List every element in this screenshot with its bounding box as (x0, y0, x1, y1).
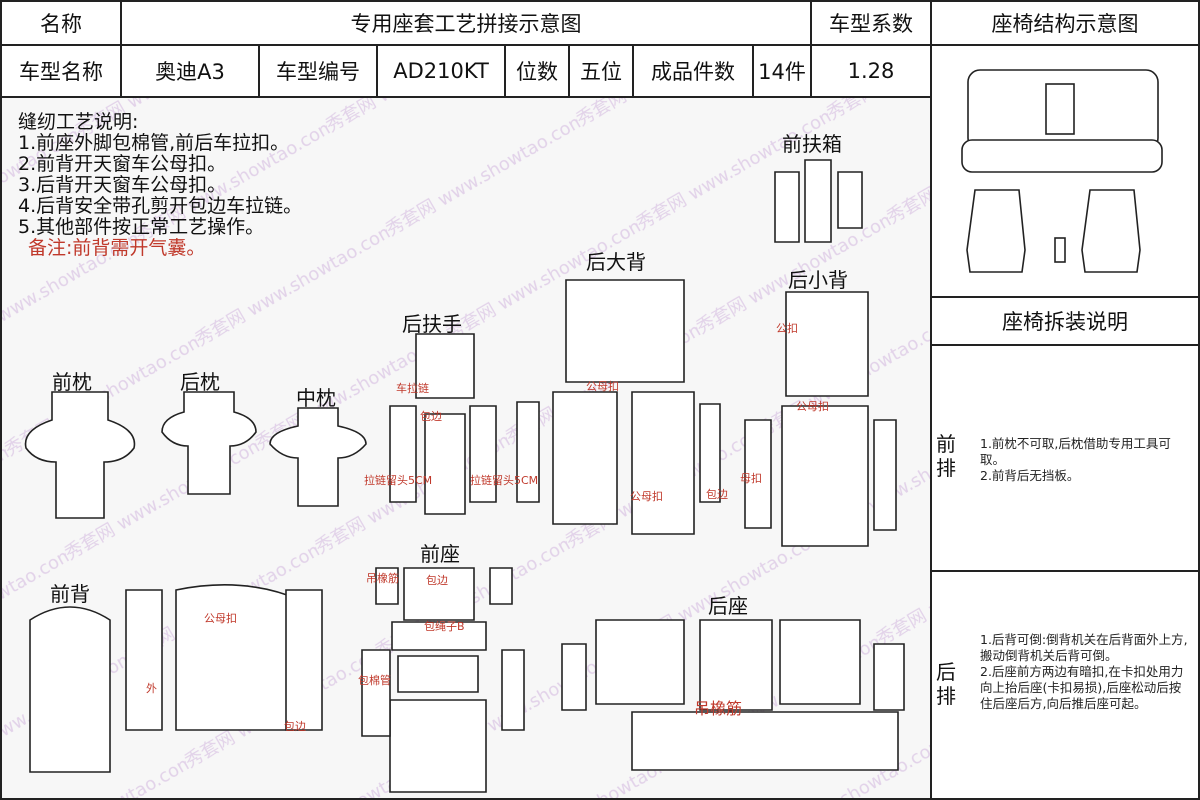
front-armrest-piece-left (774, 171, 800, 243)
structure-rear-bench (961, 69, 1163, 173)
coef-label: 车型系数 (810, 0, 932, 46)
front-seat-side-right (501, 649, 525, 731)
annot-female-buckle-1: 母扣 (740, 471, 762, 485)
label-rear-big-back: 后大背 (586, 250, 646, 274)
annot-zipper-left-2: 拉链留头5CM (470, 473, 538, 487)
annot-zipper-left-1: 拉链留头5CM (364, 473, 432, 487)
note-item-3: 3.后背开天窗车公母扣。 (18, 174, 227, 196)
label-rear-armrest: 后扶手 (402, 312, 462, 336)
annot-male-female-buckle-1: 公母扣 (586, 379, 619, 393)
label-front-seat: 前座 (420, 542, 460, 566)
front-back-outer (29, 606, 111, 773)
rear-armrest-right (469, 405, 497, 503)
front-seat-left-wing (375, 567, 399, 605)
note-item-1: 1.前座外脚包棉管,前后车拉扣。 (18, 132, 290, 154)
annot-male-female-buckle-3: 公母扣 (796, 399, 829, 413)
front-back-side-left (125, 589, 163, 731)
front-seat-right-wing (489, 567, 513, 605)
middle-pillow-piece (269, 407, 367, 507)
structure-front-seats (966, 189, 1141, 273)
disassembly-title: 座椅拆装说明 (930, 296, 1200, 346)
front-seat-side-left (361, 649, 391, 737)
annot-car-zipper-1: 车拉链 (396, 381, 429, 395)
annot-elastic-1: 吊橡筋 (366, 571, 399, 585)
note-remark: 备注:前背需开气囊。 (28, 237, 206, 259)
rear-row-panel (930, 570, 1200, 800)
structure-front-left (966, 189, 1026, 273)
annot-edge-2: 包边 (706, 488, 728, 501)
notes-heading: 缝纫工艺说明: (18, 111, 139, 133)
rear-seat-right (779, 619, 861, 705)
front-armrest-piece-mid (804, 159, 832, 243)
annot-cotton-tube-1: 包棉管 (358, 673, 391, 687)
label-front-pillow: 前枕 (52, 370, 92, 394)
label-rear-small-back: 后小背 (788, 268, 848, 292)
annot-male-buckle-1: 公扣 (776, 321, 798, 335)
rear-big-back-mid (631, 391, 695, 535)
label-middle-pillow: 中枕 (296, 386, 336, 410)
front-row-label: 前排 (936, 432, 956, 480)
annot-edge-1: 包边 (420, 410, 442, 423)
note-item-5: 5.其他部件按正常工艺操作。 (18, 216, 265, 238)
structure-front-right (1081, 189, 1141, 273)
structure-rear-cushion (961, 139, 1163, 173)
annot-rope-1: 包绳子B (424, 619, 465, 633)
label-rear-seat: 后座 (708, 594, 748, 618)
label-front-armrest-box: 前扶箱 (782, 132, 842, 156)
front-seat-band (391, 621, 487, 651)
front-back-center (175, 584, 301, 731)
front-row-text: 1.前枕不可取,后枕借助专用工具可取。 2.前背后无挡板。 (980, 436, 1171, 483)
rear-small-back-strip-left (744, 419, 772, 529)
rear-small-back-strip-right (873, 419, 897, 531)
rear-big-back-left (552, 391, 618, 525)
rear-seat-strip-left (561, 643, 587, 711)
annot-edge-3: 包边 (426, 574, 448, 587)
structure-title: 座椅结构示意图 (930, 0, 1200, 46)
front-seat-top (403, 567, 475, 621)
rear-big-back-strip-right (699, 403, 721, 503)
front-seat-mid (397, 655, 479, 693)
annot-male-female-buckle-2: 公母扣 (630, 489, 663, 503)
rear-small-back-upper (785, 291, 869, 397)
model-name-label: 车型名称 (0, 44, 122, 98)
model-no-label: 车型编号 (258, 44, 378, 98)
drawing-area (0, 96, 932, 800)
model-no: AD210KT (376, 44, 506, 98)
front-armrest-piece-right (837, 171, 863, 229)
rear-seat-left (595, 619, 685, 705)
rear-row-label: 后排 (936, 660, 956, 708)
rear-big-back-upper (565, 279, 685, 383)
rear-pillow-piece (161, 391, 257, 495)
annot-outer-1: 外 (146, 682, 157, 695)
rear-big-back-strip-left (516, 401, 540, 503)
label-front-back: 前背 (50, 582, 90, 606)
annot-male-female-buckle-4: 公母扣 (204, 611, 237, 625)
structure-armrest (1045, 83, 1075, 135)
front-pillow-piece (24, 391, 136, 519)
model-name: 奥迪A3 (120, 44, 260, 98)
seats: 五位 (568, 44, 634, 98)
structure-center (1054, 237, 1066, 263)
sewing-notes: 缝纫工艺说明: 1.前座外脚包棉管,前后车拉扣。 2.前背开天窗车公母扣。 3.… (18, 112, 302, 259)
front-seat-bottom (389, 699, 487, 793)
annot-edge-4: 包边 (284, 720, 306, 733)
note-item-2: 2.前背开天窗车公母扣。 (18, 153, 227, 175)
name-label: 名称 (0, 0, 122, 46)
rear-seat-mid (699, 619, 773, 711)
rear-armrest-left (389, 405, 417, 503)
rear-seat-bottom (631, 711, 899, 771)
seats-label: 位数 (504, 44, 570, 98)
front-back-side-right (285, 589, 323, 731)
rear-armrest-mid (424, 413, 466, 515)
label-rear-pillow: 后枕 (180, 370, 220, 394)
annot-elastic-2: 吊橡筋 (694, 699, 742, 718)
rear-armrest-top (415, 333, 475, 399)
note-item-4: 4.后背安全带孔剪开包边车拉链。 (18, 195, 303, 217)
rear-row-text: 1.后背可倒:倒背机关在后背面外上方,搬动倒背机关后背可倒。 2.后座前方两边有… (980, 632, 1188, 711)
rear-small-back-lower (781, 405, 869, 547)
rear-seat-strip-right (873, 643, 905, 711)
